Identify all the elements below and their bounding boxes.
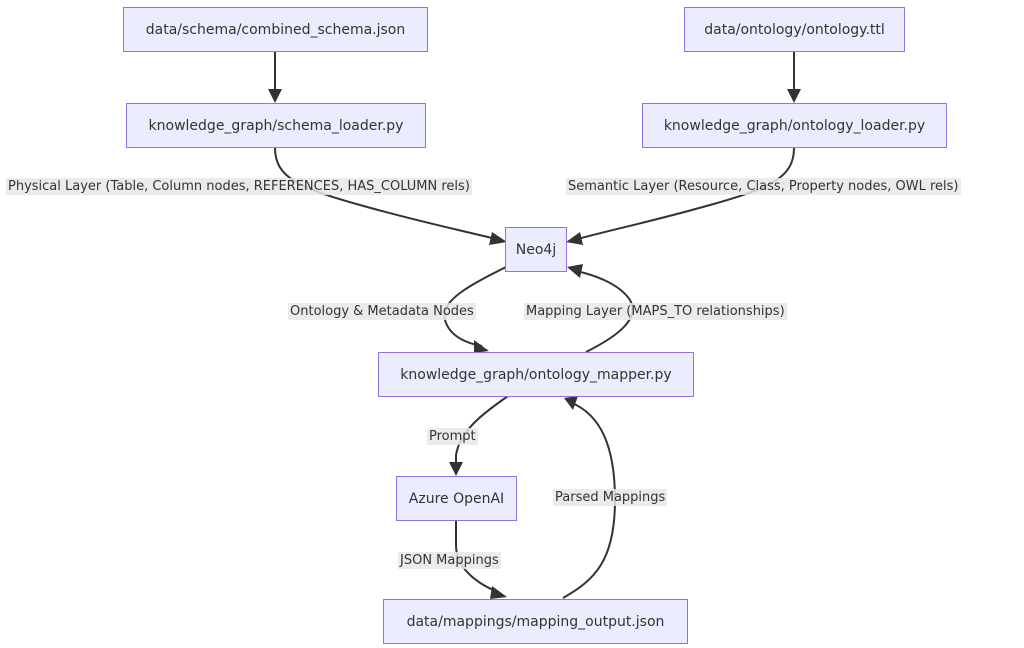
node-combined-schema: data/schema/combined_schema.json [123, 7, 428, 52]
arrowhead [564, 396, 578, 410]
edge-label-parsed-mappings: Parsed Mappings [553, 489, 668, 506]
edge-label-semantic-layer: Semantic Layer (Resource, Class, Propert… [566, 178, 961, 195]
arrowhead [787, 89, 801, 103]
arrowhead [490, 586, 507, 599]
edge-ontology-mapper-to-neo4j [575, 270, 634, 353]
edge-ontology-loader-to-neo4j [573, 147, 795, 241]
node-neo4j: Neo4j [505, 227, 567, 272]
edge-ontology-mapper-to-azure-openai [455, 395, 509, 466]
edge-label-prompt: Prompt [427, 428, 478, 445]
node-mapping-output: data/mappings/mapping_output.json [383, 599, 688, 644]
edge-label-ontology-metadata: Ontology & Metadata Nodes [288, 303, 476, 320]
arrowhead [489, 232, 507, 245]
edge-schema-loader-to-neo4j [274, 147, 501, 241]
node-schema-loader: knowledge_graph/schema_loader.py [126, 103, 426, 148]
node-ontology-mapper: knowledge_graph/ontology_mapper.py [378, 352, 694, 397]
node-ontology-ttl: data/ontology/ontology.ttl [684, 7, 905, 52]
edge-label-json-mappings: JSON Mappings [398, 552, 501, 569]
edge-label-mapping-layer: Mapping Layer (MAPS_TO relationships) [524, 303, 787, 320]
arrowhead [449, 462, 463, 476]
arrowhead [268, 89, 282, 103]
arrowhead [566, 232, 583, 245]
arrowhead [474, 340, 489, 353]
node-azure-openai: Azure OpenAI [396, 476, 517, 521]
node-ontology-loader: knowledge_graph/ontology_loader.py [642, 103, 947, 148]
arrowhead [567, 264, 583, 278]
edge-label-physical-layer: Physical Layer (Table, Column nodes, REF… [6, 178, 472, 195]
